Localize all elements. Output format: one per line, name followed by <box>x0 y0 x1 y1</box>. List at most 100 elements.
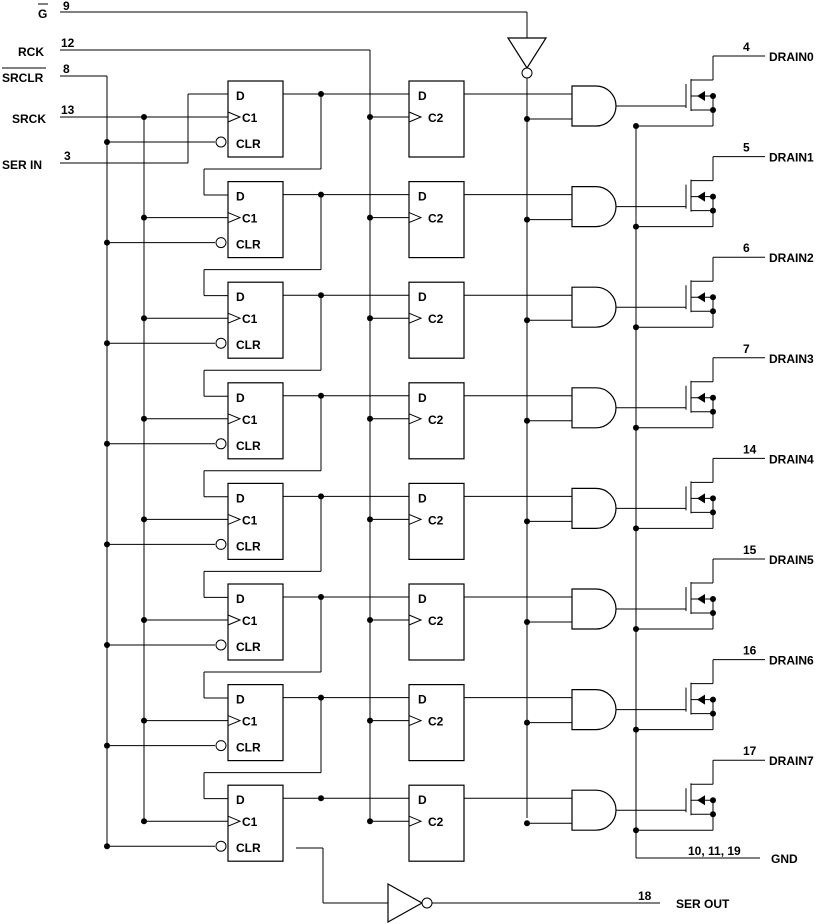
shift-flipflop <box>227 583 284 661</box>
rck-pin: 12 <box>61 36 75 50</box>
st-d-label: D <box>418 391 427 405</box>
drain-pin: 6 <box>743 241 750 255</box>
drain-pin: 15 <box>743 543 757 557</box>
ser-out-inverter <box>387 882 433 924</box>
st-clk-label: C2 <box>428 413 444 427</box>
sr-d-label: D <box>236 290 245 304</box>
and-gate <box>571 487 617 529</box>
st-clk-label: C2 <box>428 815 444 829</box>
ser-in-pin: 3 <box>64 149 71 163</box>
sr-clr-label: CLR <box>236 338 261 352</box>
and-gate <box>571 789 617 831</box>
drain-pin: 4 <box>743 40 750 54</box>
st-clk-label: C2 <box>428 312 444 326</box>
drain-pin: 14 <box>743 442 757 456</box>
sr-d-label: D <box>236 89 245 103</box>
sr-clk-label: C1 <box>242 513 258 527</box>
shift-flipflop <box>227 281 284 359</box>
sr-clk-label: C1 <box>242 815 258 829</box>
shift-flipflop <box>227 382 284 460</box>
drain-label: DRAIN3 <box>769 352 814 366</box>
st-d-label: D <box>418 592 427 606</box>
drain-label: DRAIN4 <box>769 452 814 466</box>
st-d-label: D <box>418 793 427 807</box>
storage-flipflop <box>408 482 465 560</box>
storage-flipflop <box>408 583 465 661</box>
srclr-label: SRCLR <box>2 71 44 85</box>
sr-clk-label: C1 <box>242 312 258 326</box>
input-wires <box>60 11 760 904</box>
input-labels: G 9 RCK 12 SRCLR 8 SRCK 13 SER IN 3 10, … <box>2 0 798 911</box>
shift-flipflop <box>227 482 284 560</box>
rck-label: RCK <box>18 45 44 59</box>
drain-label: DRAIN6 <box>769 654 814 668</box>
drain-label: DRAIN7 <box>769 754 814 768</box>
drain-label: DRAIN1 <box>769 151 814 165</box>
ser-in-label: SER IN <box>2 158 42 172</box>
and-gate <box>571 588 617 630</box>
srck-label: SRCK <box>12 112 46 126</box>
sr-d-label: D <box>236 592 245 606</box>
shift-flipflop <box>227 683 284 762</box>
register-stages: DC1CLRDC24DRAIN0DC1CLRDC25DRAIN1DC1CLRDC… <box>104 40 814 862</box>
st-clk-label: C2 <box>428 212 444 226</box>
sr-clk-label: C1 <box>242 413 258 427</box>
drain-pin: 5 <box>743 141 750 155</box>
sr-d-label: D <box>236 491 245 505</box>
sr-clk-label: C1 <box>242 212 258 226</box>
and-gate <box>571 186 617 228</box>
shift-flipflop <box>227 80 284 158</box>
st-d-label: D <box>418 693 427 707</box>
drain-pin: 7 <box>743 342 750 356</box>
st-clk-label: C2 <box>428 111 444 125</box>
sr-clr-label: CLR <box>236 841 261 855</box>
drain-label: DRAIN5 <box>769 553 814 567</box>
drain-pin: 16 <box>743 644 757 658</box>
gnd-pins: 10, 11, 19 <box>688 844 741 858</box>
sr-clk-label: C1 <box>242 614 258 628</box>
ser-out-label: SER OUT <box>676 897 730 911</box>
ser-out-pin: 18 <box>638 889 652 903</box>
g-pin: 9 <box>63 0 70 13</box>
shift-flipflop <box>227 784 284 862</box>
sr-d-label: D <box>236 693 245 707</box>
st-clk-label: C2 <box>428 513 444 527</box>
sr-d-label: D <box>236 391 245 405</box>
st-d-label: D <box>418 89 427 103</box>
shift-flipflop <box>227 181 284 259</box>
st-d-label: D <box>418 190 427 204</box>
sr-clk-label: C1 <box>242 715 258 729</box>
st-d-label: D <box>418 290 427 304</box>
and-gate <box>571 85 617 127</box>
st-clk-label: C2 <box>428 614 444 628</box>
storage-flipflop <box>408 784 465 862</box>
srck-pin: 13 <box>61 103 75 117</box>
st-d-label: D <box>418 491 427 505</box>
and-gate <box>571 387 617 429</box>
sr-clr-label: CLR <box>236 741 261 755</box>
gnd-label: GND <box>771 852 798 866</box>
sr-clr-label: CLR <box>236 640 261 654</box>
storage-flipflop <box>408 382 465 460</box>
srclr-pin: 8 <box>63 62 70 76</box>
and-gate <box>571 286 617 328</box>
storage-flipflop <box>408 281 465 359</box>
sr-clr-label: CLR <box>236 137 261 151</box>
drain-label: DRAIN0 <box>769 50 814 64</box>
sr-clk-label: C1 <box>242 111 258 125</box>
sr-clr-label: CLR <box>236 238 261 252</box>
storage-flipflop <box>408 683 465 762</box>
drain-label: DRAIN2 <box>769 251 814 265</box>
g-label: G <box>38 7 47 21</box>
sr-d-label: D <box>236 190 245 204</box>
output-enable-inverter <box>506 37 548 79</box>
st-clk-label: C2 <box>428 715 444 729</box>
